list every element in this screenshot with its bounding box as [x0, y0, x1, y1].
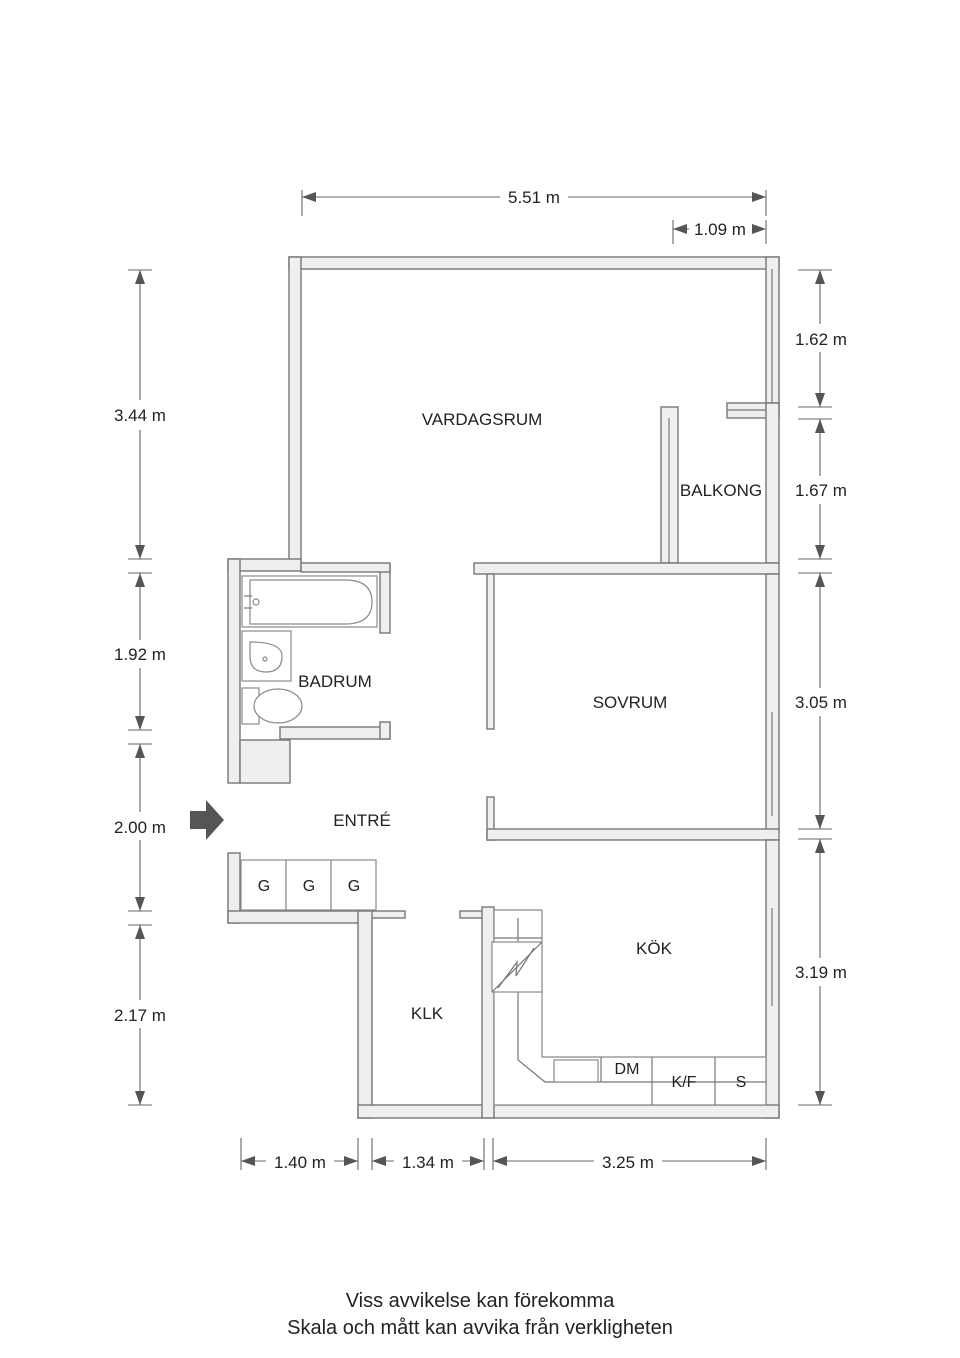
wardrobe-label: G — [258, 878, 270, 895]
dimension-labels: 5.51 m 1.09 m 3.44 m 1.92 m 2.00 m 2.17 … — [114, 188, 847, 1172]
stove-label: S — [736, 1074, 747, 1091]
room-label-badrum: BADRUM — [298, 672, 372, 691]
dim-label-left-4: 2.17 m — [114, 1006, 166, 1025]
entrance-arrow-icon — [190, 800, 224, 840]
room-label-entre: ENTRÉ — [333, 811, 391, 830]
dim-label-top-right: 1.09 m — [694, 220, 746, 239]
dim-label-right-1: 1.62 m — [795, 330, 847, 349]
dim-label-left-1: 3.44 m — [114, 406, 166, 425]
dim-label-bottom-3: 3.25 m — [602, 1153, 654, 1172]
room-label-kok: KÖK — [636, 939, 673, 958]
room-label-vardagsrum: VARDAGSRUM — [422, 410, 543, 429]
room-label-sovrum: SOVRUM — [593, 693, 668, 712]
dim-label-left-2: 1.92 m — [114, 645, 166, 664]
dim-label-top-width: 5.51 m — [508, 188, 560, 207]
wardrobe-label: G — [303, 878, 315, 895]
dim-label-left-3: 2.00 m — [114, 818, 166, 837]
toilet-icon — [241, 687, 303, 725]
walls — [227, 256, 780, 1119]
stove-icon — [491, 941, 543, 993]
room-labels: VARDAGSRUM BALKONG BADRUM SOVRUM ENTRÉ K… — [298, 410, 762, 1023]
disclaimer-line-1: Viss avvikelse kan förekomma — [345, 1290, 615, 1312]
dim-label-right-3: 3.05 m — [795, 693, 847, 712]
disclaimer-line-2: Skala och mått kan avvika från verklighe… — [287, 1317, 673, 1339]
dishwasher-label: DM — [615, 1061, 640, 1078]
wardrobe-label: G — [348, 878, 360, 895]
room-label-klk: KLK — [411, 1004, 444, 1023]
dimension-lines — [128, 190, 832, 1170]
room-label-balkong: BALKONG — [680, 481, 762, 500]
dim-label-right-2: 1.67 m — [795, 481, 847, 500]
dim-label-bottom-2: 1.34 m — [402, 1153, 454, 1172]
fixtures — [240, 575, 767, 1106]
fridge-freezer-label: K/F — [672, 1074, 697, 1091]
dim-label-bottom-1: 1.40 m — [274, 1153, 326, 1172]
wardrobes — [240, 859, 377, 911]
fixture-labels: G G G DM K/F S — [258, 878, 747, 1091]
sink-icon — [241, 630, 292, 682]
dim-label-right-4: 3.19 m — [795, 963, 847, 982]
bathtub-icon — [241, 575, 378, 628]
disclaimer: Viss avvikelse kan förekomma Skala och m… — [0, 1288, 960, 1342]
